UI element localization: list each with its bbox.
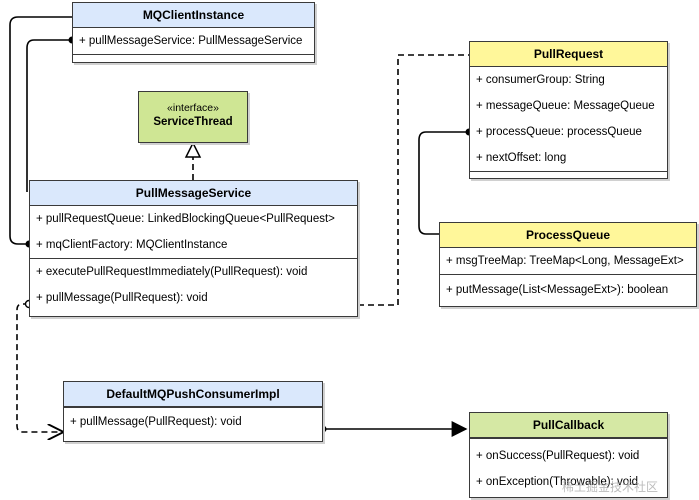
realization-triangle [184, 141, 202, 158]
class-name: ProcessQueue [440, 223, 696, 248]
method: + onException(Throwable): void [476, 476, 639, 488]
attribute: + pullRequestQueue: LinkedBlockingQueue<… [36, 213, 335, 225]
class-pullmessageservice: PullMessageService + pullRequestQueue: L… [29, 180, 358, 317]
class-mqclientinstance: MQClientInstance + pullMessageService: P… [72, 2, 315, 63]
class-name: PullRequest [470, 42, 667, 67]
attribute: + nextOffset: long [476, 152, 567, 164]
attribute: + messageQueue: MessageQueue [476, 100, 655, 112]
connector-factory-to-client [9, 16, 72, 245]
class-defaultmqpushconsumerimpl: DefaultMQPushConsumerImpl + pullMessage(… [63, 381, 323, 442]
connector-pullrequest-to-processqueue [418, 131, 469, 235]
interface-name: ServiceThread [153, 116, 233, 128]
interface-stereotype: «interface» [167, 102, 219, 114]
method: + putMessage(List<MessageExt>): boolean [446, 284, 669, 296]
method: + pullMessage(PullRequest): void [70, 416, 242, 428]
attribute: + processQueue: processQueue [476, 126, 642, 138]
class-name: PullCallback [470, 413, 667, 438]
method: + onSuccess(PullRequest): void [476, 450, 640, 462]
class-pullcallback: PullCallback + onSuccess(PullRequest): v… [469, 412, 668, 498]
method: + executePullRequestImmediately(PullRequ… [36, 266, 308, 278]
attribute: + consumerGroup: String [476, 74, 605, 86]
connector-client-to-pullmessageservice [26, 39, 72, 192]
interface-servicethread: «interface» ServiceThread [138, 91, 248, 143]
class-name: MQClientInstance [73, 3, 314, 28]
attribute: + msgTreeMap: TreeMap<Long, MessageExt> [446, 255, 684, 267]
attribute: + pullMessageService: PullMessageService [79, 35, 303, 47]
connector-pullmessage-to-consumer [16, 303, 62, 432]
class-pullrequest: PullRequest + consumerGroup: String + me… [469, 41, 668, 179]
class-name: DefaultMQPushConsumerImpl [64, 382, 322, 407]
class-name: PullMessageService [30, 181, 357, 206]
class-processqueue: ProcessQueue + msgTreeMap: TreeMap<Long,… [439, 222, 697, 307]
attribute: + mqClientFactory: MQClientInstance [36, 239, 228, 251]
watermark: 稀土掘金技术社区 [562, 480, 659, 494]
method: + pullMessage(PullRequest): void [36, 292, 208, 304]
connector-pullmessage-to-pullrequest [358, 54, 469, 306]
